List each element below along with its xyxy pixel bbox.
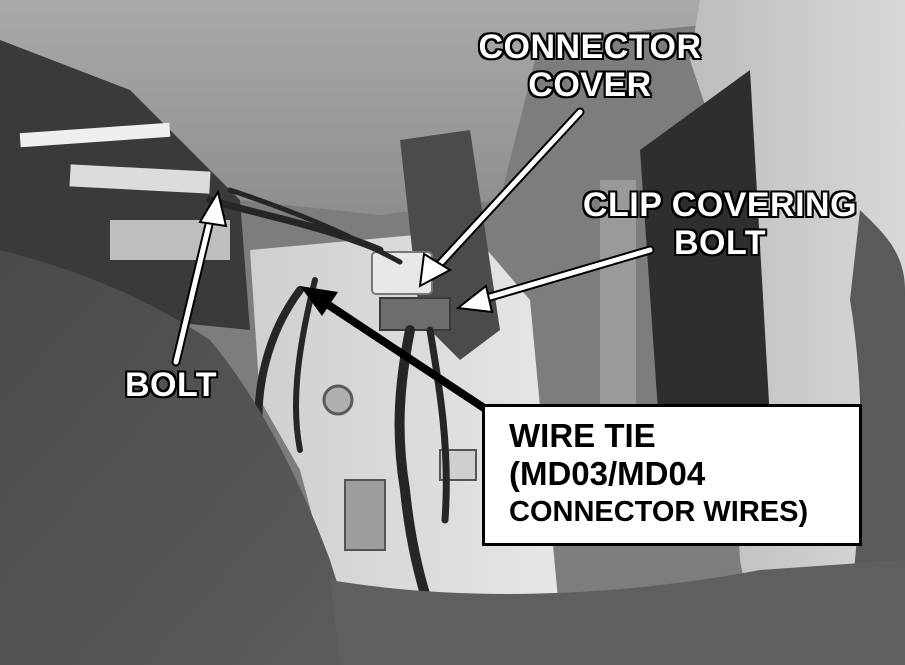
arrow-clip-covering-bolt (455, 245, 655, 314)
wire-tie-callout: WIRE TIE (MD03/MD04 CONNECTOR WIRES) (482, 404, 862, 546)
dash-panel (0, 0, 905, 215)
label-connector-cover-line1: CONNECTOR (478, 28, 702, 66)
arrow-wire-tie (300, 286, 488, 412)
callout-line-2: (MD03/MD04 (509, 455, 706, 492)
side-panel (840, 210, 905, 665)
floor-carpet (0, 250, 370, 665)
callout-line-3: CONNECTOR WIRES) (509, 496, 809, 528)
label-connector-cover: CONNECTOR COVER (455, 28, 725, 104)
door-frame-strip (600, 180, 636, 440)
connector-block (344, 479, 386, 551)
label-clip-covering-bolt-line2: BOLT (673, 224, 766, 262)
callout-line-1: WIRE TIE (509, 417, 656, 454)
arrow-connector-cover (418, 107, 585, 288)
connector-block (379, 297, 451, 331)
door-opening (640, 70, 770, 470)
label-clip-covering-bolt: CLIP COVERING BOLT (570, 186, 870, 262)
bracket-bolt-head (322, 384, 354, 416)
floor-edge (330, 560, 905, 665)
label-connector-cover-line2: COVER (528, 66, 652, 104)
label-bolt: BOLT (124, 366, 217, 404)
harness-strip (69, 164, 211, 194)
label-clip-covering-bolt-line1: CLIP COVERING (582, 186, 858, 224)
harness-strip (19, 122, 171, 148)
arrow-bolt (171, 189, 228, 367)
